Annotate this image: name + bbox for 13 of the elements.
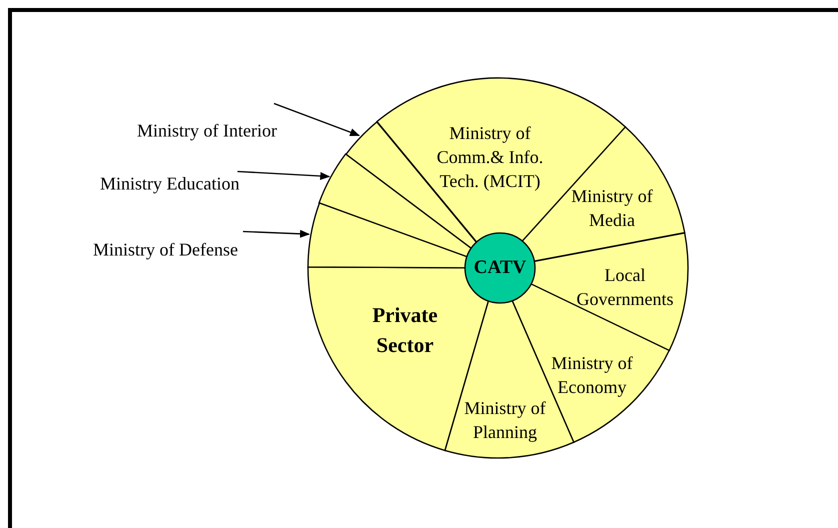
leader-arrow bbox=[274, 102, 360, 136]
segment-label: Ministry of Comm.& Info. Tech. (MCIT) bbox=[436, 122, 544, 193]
ministry-label: Ministry of Interior bbox=[137, 120, 277, 142]
segment-label: Ministry of Economy bbox=[550, 352, 634, 399]
segment-label: Ministry of Planning bbox=[463, 397, 547, 444]
leader-arrow bbox=[237, 170, 330, 180]
ministry-label: Ministry of Defense bbox=[93, 240, 238, 260]
leader-arrow bbox=[242, 230, 310, 238]
segment-label: Private Sector bbox=[371, 302, 439, 359]
hub-label: CATV bbox=[474, 256, 526, 280]
segment-label: Local Governments bbox=[576, 264, 674, 311]
segment-label: Ministry of Media bbox=[570, 184, 654, 232]
ministry-label: Ministry Education bbox=[100, 174, 240, 194]
